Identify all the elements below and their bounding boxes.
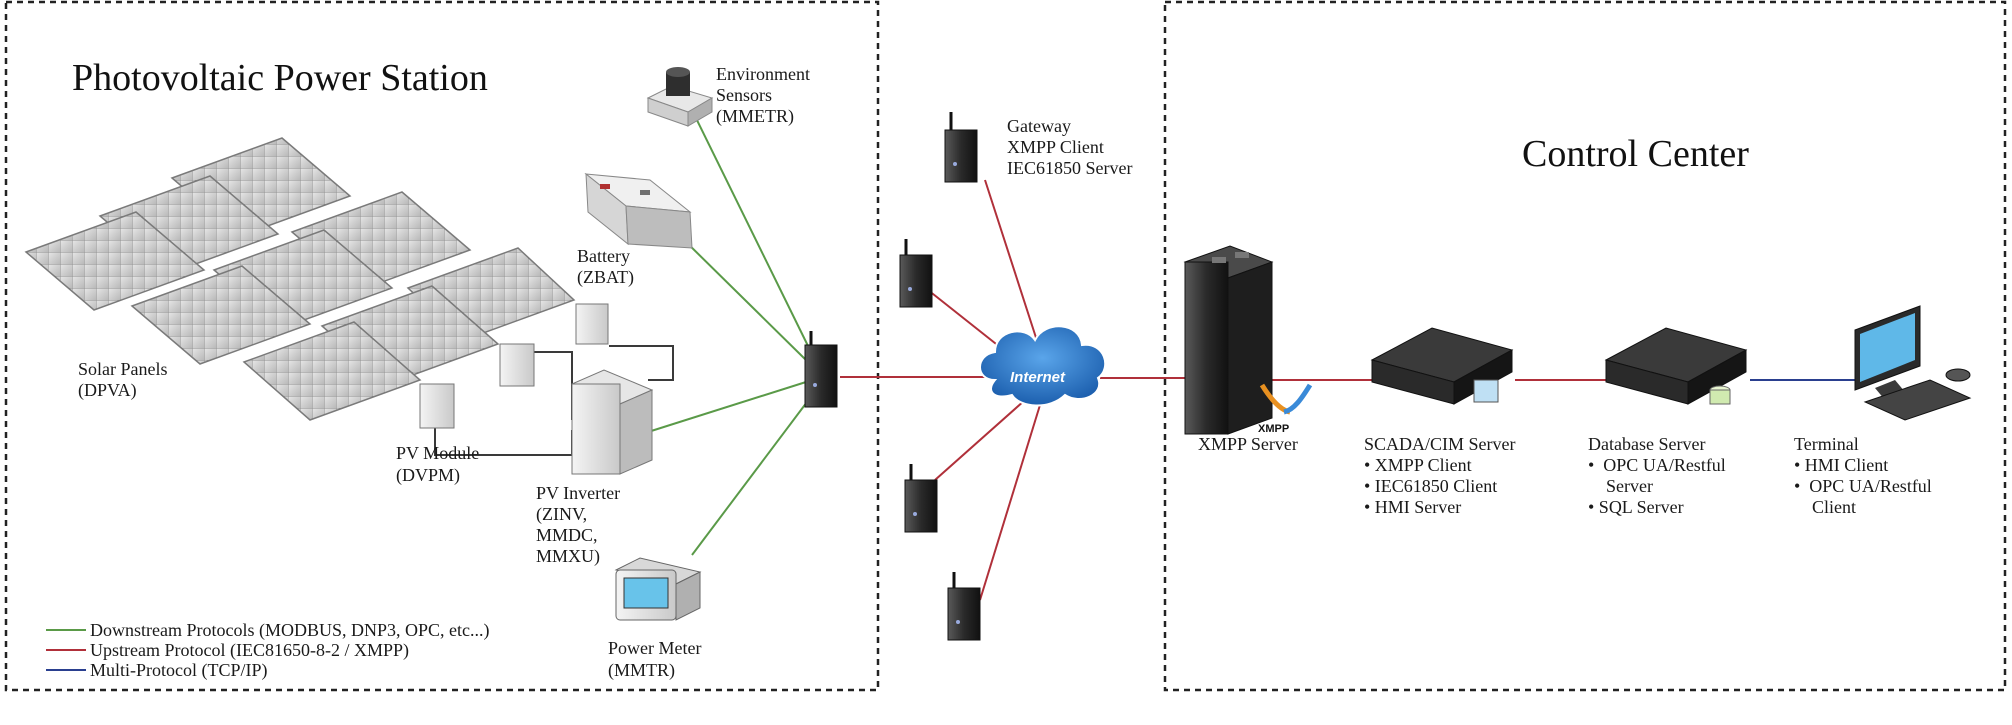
xmpp-logo-text: XMPP xyxy=(1258,423,1289,435)
svg-text:(MMETR): (MMETR) xyxy=(716,106,794,127)
svg-text:• OPC UA/Restful: • OPC UA/Restful xyxy=(1588,455,1726,475)
svg-text:Client: Client xyxy=(1794,497,1856,517)
pv-station-region xyxy=(4,0,880,692)
pv-inverter-label: PV Inverter (ZINV, MMDC, MMXU) xyxy=(536,483,620,567)
svg-text:Sensors: Sensors xyxy=(716,85,772,105)
link-meter-gateway xyxy=(691,397,811,556)
solar-panels xyxy=(24,137,576,421)
svg-text:• HMI Server: • HMI Server xyxy=(1364,497,1461,517)
link-gw3-internet xyxy=(934,399,1026,481)
svg-text:PV Module: PV Module xyxy=(396,443,479,463)
svg-text:PV Inverter: PV Inverter xyxy=(536,483,620,503)
svg-text:Gateway: Gateway xyxy=(1007,116,1071,136)
svg-text:(ZINV,: (ZINV, xyxy=(536,504,587,525)
xmpp-server-label: XMPP Server xyxy=(1198,434,1298,454)
terminal-icon xyxy=(1854,305,1972,421)
solar-panels-label: Solar Panels (DPVA) xyxy=(78,359,168,401)
gateway-icons xyxy=(804,112,981,641)
database-server-label: Database Server • OPC UA/Restful Server … xyxy=(1588,434,1726,517)
env-sensors-label: Environment Sensors (MMETR) xyxy=(716,64,810,127)
svg-text:SCADA/CIM Server: SCADA/CIM Server xyxy=(1364,434,1516,454)
svg-text:• IEC61850 Client: • IEC61850 Client xyxy=(1364,476,1497,496)
legend-upstream-label: Upstream Protocol (IEC81650-8-2 / XMPP) xyxy=(90,640,409,661)
link-env-gateway xyxy=(691,109,811,351)
database-server-icon xyxy=(1604,327,1748,405)
svg-text:(DPVA): (DPVA) xyxy=(78,380,137,401)
svg-text:• HMI Client: • HMI Client xyxy=(1794,455,1888,475)
svg-text:MMDC,: MMDC, xyxy=(536,525,598,545)
svg-text:• OPC UA/Restful: • OPC UA/Restful xyxy=(1794,476,1932,496)
svg-text:(DVPM): (DVPM) xyxy=(396,465,460,486)
svg-text:XMPP Client: XMPP Client xyxy=(1007,137,1104,157)
svg-text:Solar Panels: Solar Panels xyxy=(78,359,168,379)
gateway-label: Gateway XMPP Client IEC61850 Server xyxy=(1007,116,1132,178)
scada-server-icon xyxy=(1370,327,1514,405)
pv-station-title: Photovoltaic Power Station xyxy=(72,57,488,99)
svg-text:MMXU): MMXU) xyxy=(536,546,600,567)
svg-text:(ZBAT): (ZBAT) xyxy=(577,267,634,288)
link-battery-gateway xyxy=(679,235,809,363)
link-inverter-gateway xyxy=(647,381,807,433)
legend-multi-label: Multi-Protocol (TCP/IP) xyxy=(90,660,268,681)
terminal-label: Terminal • HMI Client • OPC UA/Restful C… xyxy=(1794,434,1932,517)
power-meter-icon xyxy=(614,557,702,621)
control-center-region xyxy=(1163,0,2007,692)
legend-downstream-label: Downstream Protocols (MODBUS, DNP3, OPC,… xyxy=(90,620,490,641)
pv-module-label: PV Module (DVPM) xyxy=(396,443,479,486)
internet-label: Internet xyxy=(1010,369,1066,386)
power-meter-label: Power Meter (MMTR) xyxy=(608,638,701,681)
svg-text:• XMPP Client: • XMPP Client xyxy=(1364,455,1472,475)
svg-text:• SQL Server: • SQL Server xyxy=(1588,497,1684,517)
upstream-links xyxy=(840,179,1610,601)
svg-text:(MMTR): (MMTR) xyxy=(608,660,675,681)
svg-text:IEC61850 Server: IEC61850 Server xyxy=(1007,158,1132,178)
legend: Downstream Protocols (MODBUS, DNP3, OPC,… xyxy=(46,620,490,681)
link-gw1-internet xyxy=(984,179,1041,351)
battery-icon xyxy=(584,172,693,249)
pv-inverter-icon xyxy=(570,369,654,475)
svg-text:Power Meter: Power Meter xyxy=(608,638,701,658)
xmpp-logo-icon xyxy=(1259,383,1313,415)
svg-text:Battery: Battery xyxy=(577,246,630,266)
link-gw4-internet xyxy=(979,404,1041,601)
svg-text:Database Server: Database Server xyxy=(1588,434,1705,454)
environment-sensors-icon xyxy=(646,67,714,127)
battery-label: Battery (ZBAT) xyxy=(577,246,634,288)
svg-text:Terminal: Terminal xyxy=(1794,434,1859,454)
internet-cloud-icon xyxy=(979,325,1107,407)
svg-text:Server: Server xyxy=(1588,476,1653,496)
xmpp-server-icon xyxy=(1183,245,1274,435)
scada-server-label: SCADA/CIM Server • XMPP Client • IEC6185… xyxy=(1364,434,1516,517)
pv-module-boxes xyxy=(419,303,609,429)
downstream-links xyxy=(647,109,811,556)
control-center-title: Control Center xyxy=(1522,133,1749,175)
svg-text:Environment: Environment xyxy=(716,64,810,84)
